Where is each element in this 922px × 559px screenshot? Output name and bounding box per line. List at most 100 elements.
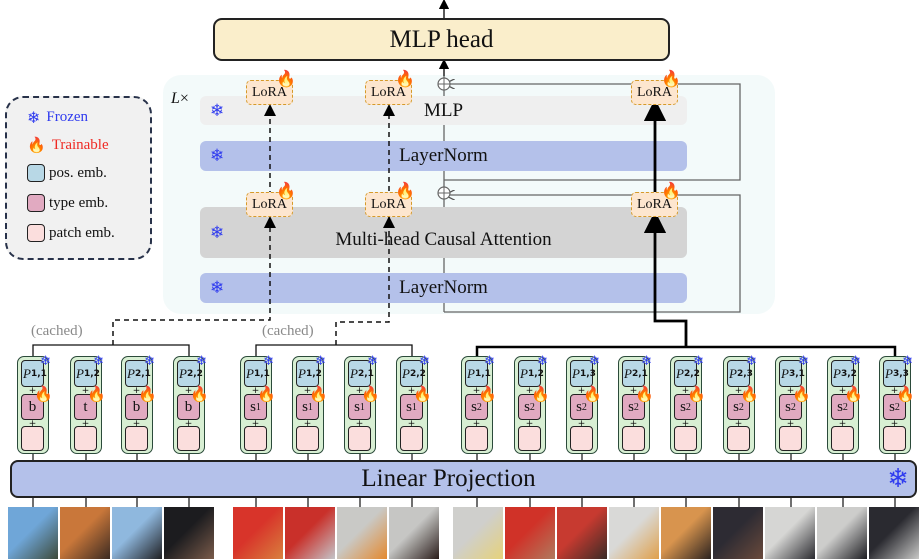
lora-label: LoRA [371,84,406,100]
plus-icon: + [407,386,416,396]
legend-label-patch-emb: patch emb. [49,224,115,241]
layernorm-bottom: ❄ LayerNorm [200,273,687,303]
snowflake-icon: ❄ [693,354,704,369]
pos-embedding-index: 1,1 [474,368,491,379]
type-embedding: b [177,394,200,420]
video-frame [765,507,815,559]
patch-embedding [177,426,200,451]
cached-path-group1 [112,114,271,345]
plus-icon: + [472,419,481,429]
add-node-mlp [437,77,451,91]
snowflake-icon: ❄ [144,354,155,369]
snowflake-icon: ❄ [93,354,104,369]
snowflake-icon: ❄ [27,108,41,127]
flame-icon: 🔥 [792,385,811,403]
plus-icon: + [81,386,90,396]
plus-icon: + [525,419,534,429]
flame-icon: 🔥 [190,385,209,403]
pos-embedding-index: 1,2 [527,368,544,379]
flame-icon: 🔥 [395,69,415,88]
type-embedding-letter: s [733,398,739,415]
lora-label: LoRA [637,196,672,212]
plus-icon: + [81,419,90,429]
flame-icon: 🔥 [740,385,759,403]
video-frame [60,507,110,559]
flame-icon: 🔥 [138,385,157,403]
video-frame [609,507,659,559]
legend-label-type-emb: type emb. [49,194,109,211]
plus-icon: + [407,419,416,429]
type-embedding-letter: s [680,398,686,415]
flame-icon: 🔥 [896,385,915,403]
pos-embedding-letter: P [781,365,789,381]
pos-embedding-letter: P [402,365,410,381]
lora-label: LoRA [252,196,287,212]
video-frame [233,507,283,559]
type-embedding-index: 2 [529,401,535,413]
plus-icon: + [734,419,743,429]
plus-icon: + [786,419,795,429]
flame-icon: 🔥 [531,385,550,403]
plus-icon: + [734,386,743,396]
plus-icon: + [786,386,795,396]
video-frame [8,507,58,559]
bracket-group2 [255,344,413,356]
flame-icon: 🔥 [635,385,654,403]
pos-embedding-index: 2,2 [683,368,700,379]
flame-icon: 🔥 [257,385,276,403]
snowflake-icon: ❄ [263,354,274,369]
pos-embedding-letter: P [76,365,84,381]
type-embedding: t [74,394,97,420]
flame-icon: 🔥 [309,385,328,403]
plus-icon: + [355,419,364,429]
type-embedding-letter: s [354,398,360,415]
patch-embedding [244,426,267,451]
snowflake-icon: ❄ [589,354,600,369]
type-embedding-index: 2 [842,401,848,413]
plus-icon: + [890,386,899,396]
plus-icon: + [184,419,193,429]
pos-embedding-index: 2,1 [134,368,151,379]
snowflake-icon: ❄ [40,354,51,369]
pos-embedding-index: 1,1 [253,368,270,379]
plus-icon: + [251,419,260,429]
pos-embedding-index: 2,1 [631,368,648,379]
video-frame [285,507,335,559]
flame-icon: 🔥 [844,385,863,403]
snowflake-icon: ❄ [850,354,861,369]
mlp-head-label: MLP head [389,25,494,53]
patch-embedding [348,426,371,451]
type-embedding-letter: s [889,398,895,415]
add-node-attention [437,186,451,200]
cached-label-group2: (cached) [262,323,314,339]
layernorm-top: ❄ LayerNorm [200,141,687,171]
snowflake-icon: ❄ [210,100,225,121]
pos-embedding-letter: P [23,365,31,381]
snowflake-icon: ❄ [902,354,913,369]
lora-adapter: LoRA🔥 [631,181,681,217]
patch-embedding [465,426,488,451]
plus-icon: + [132,419,141,429]
type-embedding-index: 1 [255,401,261,413]
patch-embedding [883,426,906,451]
